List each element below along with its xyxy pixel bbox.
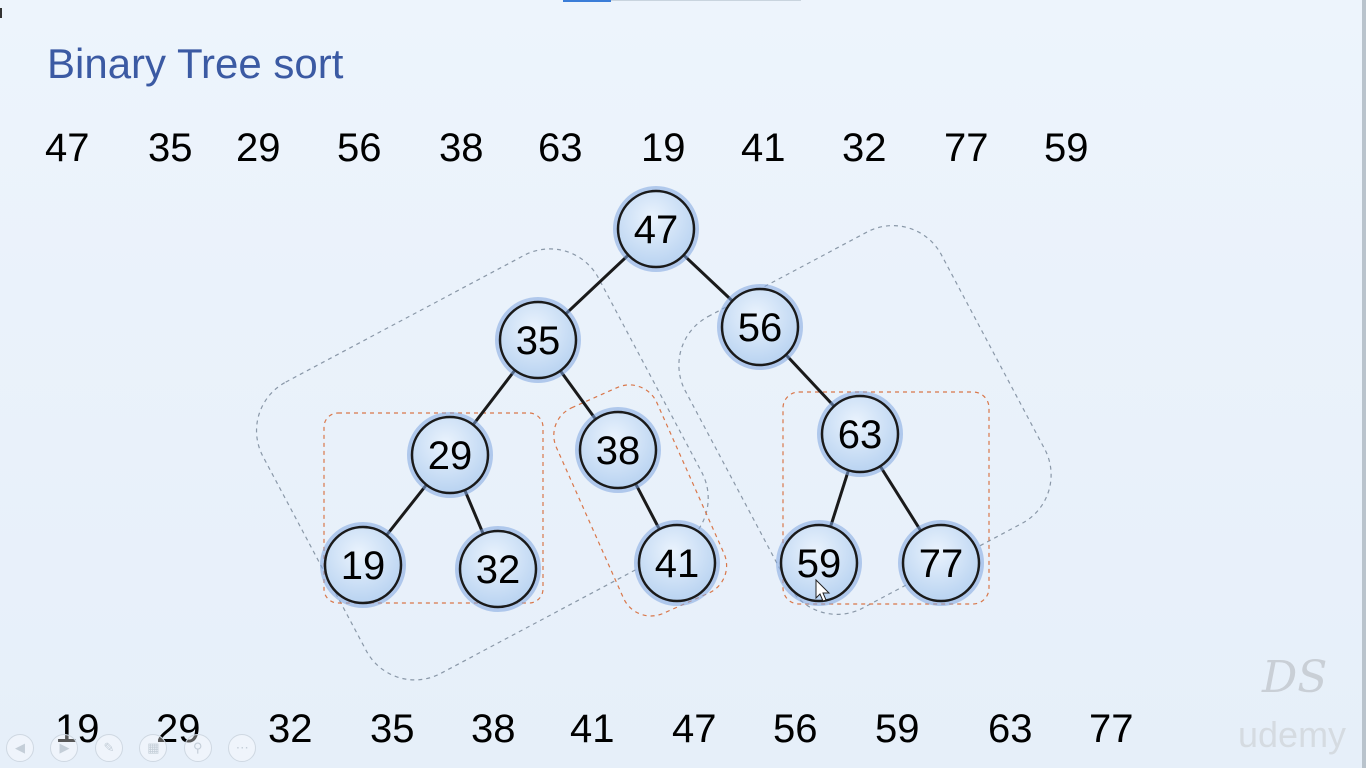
- window-edge-mark: [0, 8, 2, 18]
- next-icon[interactable]: ▶: [50, 734, 79, 762]
- input-number: 35: [148, 126, 193, 170]
- tree-node-circle: [498, 300, 578, 380]
- tree-node-circle: [820, 394, 900, 474]
- tree-node-label: 19: [341, 544, 386, 588]
- tree-node-label: 59: [797, 542, 842, 586]
- tree-node-glow: [575, 407, 661, 493]
- sorted-number: 41: [570, 707, 615, 751]
- right-subtree-outline: [678, 225, 1052, 615]
- subtree-38-outline: [553, 384, 728, 617]
- tree-node-glow: [613, 186, 699, 272]
- input-number: 47: [45, 126, 90, 170]
- zoom-icon[interactable]: ⚲: [183, 734, 212, 762]
- tree-node-glow: [407, 412, 493, 498]
- tree-node-label: 35: [516, 319, 561, 363]
- presentation-toolbar: ◀ ▶ ✎ ▦ ⚲ ⋯: [6, 734, 268, 762]
- tree-node-glow: [898, 520, 984, 606]
- input-number: 59: [1044, 126, 1089, 170]
- slide-top-rule: [611, 0, 801, 1]
- subtree-63-outline: [782, 391, 990, 605]
- sorted-number: 63: [988, 707, 1033, 751]
- tree-node-circle: [779, 523, 859, 603]
- tree-node-label: 38: [596, 429, 641, 473]
- prev-icon[interactable]: ◀: [6, 734, 34, 762]
- tree-node-19: 19: [320, 522, 406, 608]
- input-number: 77: [944, 126, 989, 170]
- tree-node-29: 29: [407, 412, 493, 498]
- tree-node-35: 35: [495, 297, 581, 383]
- tree-node-circle: [616, 189, 696, 269]
- tree-node-32: 32: [455, 526, 541, 612]
- sorted-number: 35: [370, 707, 415, 751]
- tree-node-circle: [901, 523, 981, 603]
- tree-node-41: 41: [634, 520, 720, 606]
- sorted-number: 56: [773, 707, 818, 751]
- sorted-number: 77: [1089, 707, 1134, 751]
- tree-node-circle: [720, 287, 800, 367]
- input-number: 29: [236, 126, 281, 170]
- subtree-29-outline: [323, 412, 544, 604]
- tree-node-circle: [578, 410, 658, 490]
- tree-node-glow: [455, 526, 541, 612]
- tree-node-47: 47: [613, 186, 699, 272]
- tree-node-label: 29: [428, 434, 473, 478]
- input-number: 63: [538, 126, 583, 170]
- tree-node-59: 59: [776, 520, 862, 606]
- tree-node-circle: [637, 523, 717, 603]
- pen-icon[interactable]: ✎: [94, 734, 123, 762]
- tree-node-63: 63: [817, 391, 903, 477]
- tree-node-circle: [323, 525, 403, 605]
- slide-progress-indicator: [563, 0, 611, 2]
- input-number: 56: [337, 126, 382, 170]
- tree-node-glow: [320, 522, 406, 608]
- window-right-border: [1362, 0, 1366, 768]
- tree-node-56: 56: [717, 284, 803, 370]
- tree-node-77: 77: [898, 520, 984, 606]
- tree-node-circle: [410, 415, 490, 495]
- tree-node-glow: [817, 391, 903, 477]
- tree-node-label: 77: [919, 542, 964, 586]
- more-icon[interactable]: ⋯: [228, 734, 257, 762]
- tree-node-glow: [776, 520, 862, 606]
- input-number: 19: [641, 126, 686, 170]
- udemy-watermark: udemy: [1238, 714, 1347, 755]
- mouse-cursor-icon: [815, 578, 831, 602]
- tree-node-glow: [717, 284, 803, 370]
- tree-node-label: 41: [655, 542, 700, 586]
- input-number: 38: [439, 126, 484, 170]
- tree-node-glow: [495, 297, 581, 383]
- sorted-number: 32: [268, 707, 313, 751]
- tree-node-label: 47: [634, 208, 679, 252]
- sorted-number: 47: [672, 707, 717, 751]
- ds-logo-watermark: DS: [1262, 652, 1328, 703]
- sorted-number: 59: [875, 707, 920, 751]
- left-subtree-outline: [255, 248, 709, 681]
- input-number: 32: [842, 126, 887, 170]
- sorted-number: 38: [471, 707, 516, 751]
- tree-node-label: 56: [738, 306, 783, 350]
- slides-icon[interactable]: ▦: [139, 734, 168, 762]
- tree-node-38: 38: [575, 407, 661, 493]
- tree-node-label: 63: [838, 413, 883, 457]
- slide-title: Binary Tree sort: [47, 40, 344, 87]
- tree-node-glow: [634, 520, 720, 606]
- tree-node-label: 32: [476, 548, 521, 592]
- input-number: 41: [741, 126, 786, 170]
- tree-node-circle: [458, 529, 538, 609]
